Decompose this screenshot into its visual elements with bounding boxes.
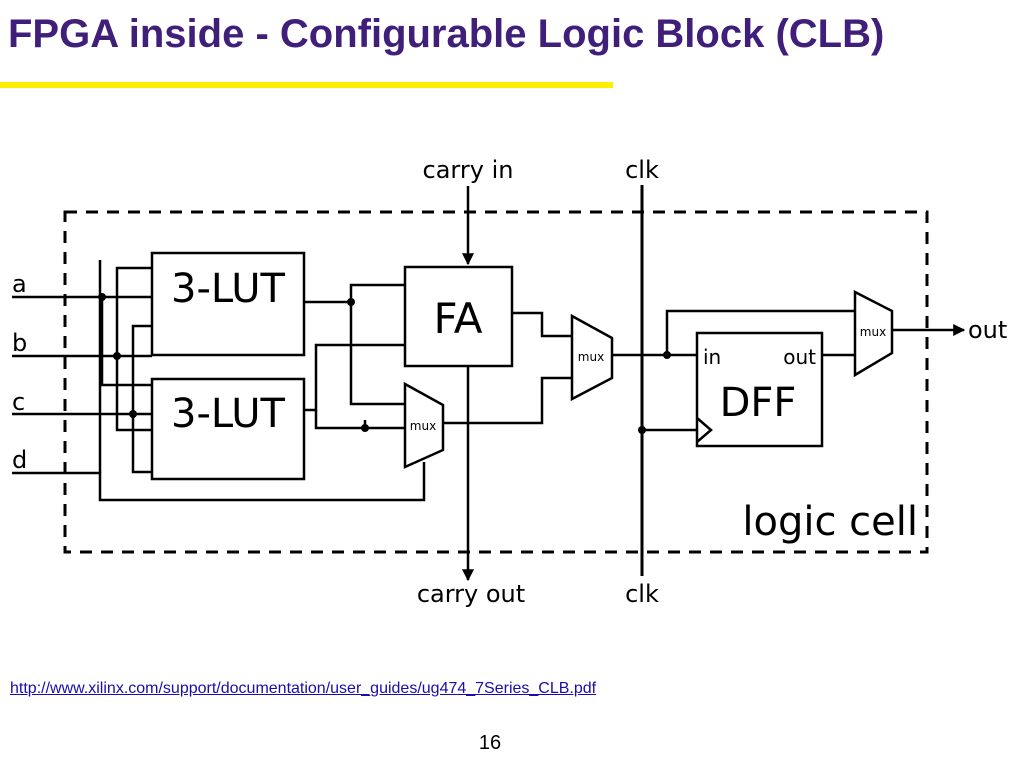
mux-output-shape [853,289,894,378]
slide-title: FPGA inside - Configurable Logic Block (… [8,12,885,56]
clk-top-label: clk [625,156,659,184]
lut-bottom-label: 3-LUT [171,391,285,437]
dff-out-label: out [783,345,816,369]
dff-clock-triangle [696,417,713,443]
page-number: 16 [478,732,502,754]
wires [12,260,855,502]
title-underline [0,82,613,88]
logic-cell-boundary [63,210,929,554]
input-label-b: b [12,329,27,357]
carry-in-label: carry in [423,156,514,184]
lut-bottom-block [150,377,306,481]
logic-cell-label: logic cell [742,499,918,545]
lut-top-block [150,251,306,357]
carry-out-label: carry out [417,580,525,608]
dff-block [695,331,824,448]
mux-small-label: mux [410,419,436,433]
source-link[interactable]: http://www.xilinx.com/support/documentat… [10,680,597,697]
dff-label: DFF [720,380,797,426]
mux-middle-shape [570,313,614,402]
input-label-c: c [12,388,25,416]
mux-middle-label: mux [578,350,604,364]
input-label-a: a [12,270,27,298]
output-label: out [968,316,1007,344]
dff-in-label: in [703,345,721,369]
mux-output-label: mux [860,325,886,339]
clk-bottom-label: clk [625,580,659,608]
input-label-d: d [12,446,27,474]
lut-top-label: 3-LUT [171,266,285,312]
full-adder-block [403,265,514,368]
mux-small-shape [403,381,445,469]
arrows [462,186,966,582]
full-adder-label: FA [433,294,482,343]
junction-dots [98,293,671,434]
